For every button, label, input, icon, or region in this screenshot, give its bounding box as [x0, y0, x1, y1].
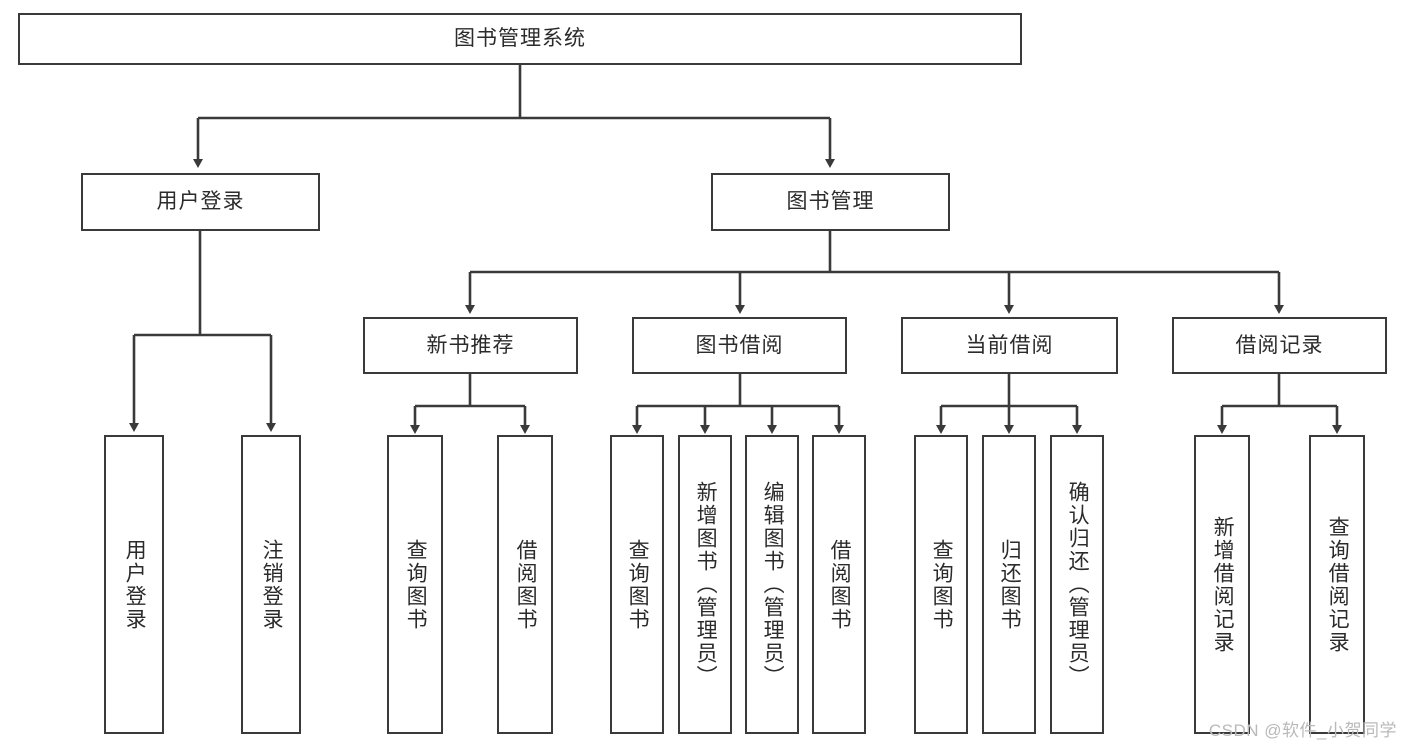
leaf-recommend-query-book[interactable]: 查询图书 [387, 435, 443, 734]
leaf-current-query-book[interactable]: 查询图书 [914, 435, 968, 734]
node-book-manage[interactable]: 图书管理 [711, 173, 950, 231]
node-current-borrow[interactable]: 当前借阅 [901, 317, 1118, 374]
leaf-label: 确认归还（管理员） [1066, 481, 1090, 688]
leaf-logout[interactable]: 注销登录 [241, 435, 301, 734]
leaf-label: 注销登录 [260, 538, 284, 631]
leaf-label: 新增借阅记录 [1211, 515, 1235, 654]
node-root-system[interactable]: 图书管理系统 [18, 13, 1022, 65]
leaf-current-return-book[interactable]: 归还图书 [982, 435, 1036, 734]
leaf-label: 查询图书 [626, 538, 650, 631]
leaf-label: 编辑图书（管理员） [761, 481, 785, 688]
leaf-borrow-add-book-admin[interactable]: 新增图书（管理员） [678, 435, 732, 734]
leaf-label: 查询图书 [404, 538, 428, 631]
leaf-label: 新增图书（管理员） [694, 481, 718, 688]
node-new-book-recommend[interactable]: 新书推荐 [363, 317, 578, 374]
leaf-current-confirm-return-admin[interactable]: 确认归还（管理员） [1050, 435, 1104, 734]
leaf-borrow-edit-book-admin[interactable]: 编辑图书（管理员） [745, 435, 799, 734]
node-borrow-record[interactable]: 借阅记录 [1172, 317, 1387, 374]
node-user-login[interactable]: 用户登录 [81, 173, 320, 231]
node-book-borrow[interactable]: 图书借阅 [632, 317, 847, 374]
leaf-borrow-query-book[interactable]: 查询图书 [610, 435, 664, 734]
leaf-label: 查询借阅记录 [1326, 515, 1350, 654]
leaf-record-query-record[interactable]: 查询借阅记录 [1309, 435, 1365, 734]
leaf-label: 借阅图书 [828, 538, 852, 631]
watermark: CSDN @软件_小贺同学 [1208, 721, 1397, 740]
leaf-label: 归还图书 [998, 538, 1022, 631]
leaf-record-add-record[interactable]: 新增借阅记录 [1194, 435, 1250, 734]
leaf-recommend-borrow-book[interactable]: 借阅图书 [497, 435, 553, 734]
leaf-label: 借阅图书 [514, 538, 538, 631]
leaf-label: 用户登录 [123, 538, 147, 631]
leaf-label: 查询图书 [930, 538, 954, 631]
leaf-user-login[interactable]: 用户登录 [104, 435, 164, 734]
leaf-borrow-borrow-book[interactable]: 借阅图书 [812, 435, 866, 734]
